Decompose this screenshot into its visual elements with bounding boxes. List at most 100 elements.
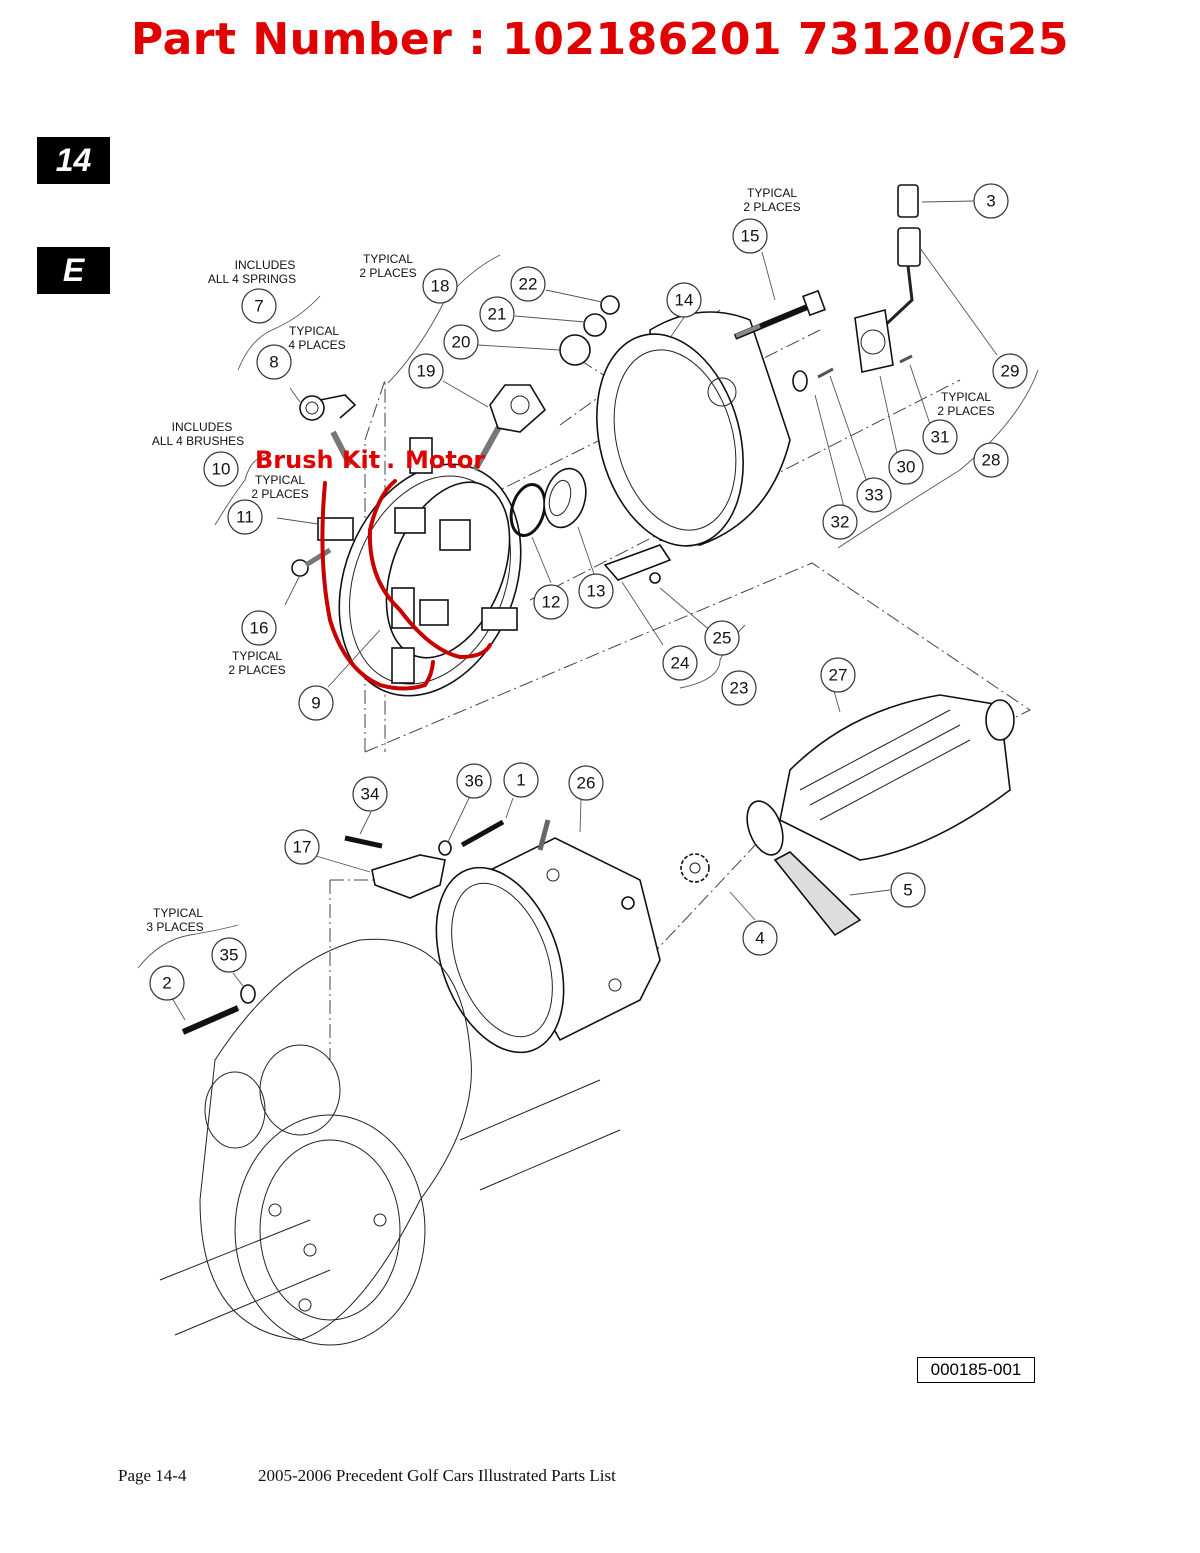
svg-text:31: 31: [931, 428, 950, 447]
callout-28: 28: [973, 442, 1009, 478]
svg-text:34: 34: [361, 785, 380, 804]
note-typical-16-1: TYPICAL: [232, 649, 282, 663]
brush-right: [481, 607, 518, 631]
svg-text:8: 8: [269, 353, 278, 372]
field-housing: [435, 819, 661, 1054]
callout-19: 19: [408, 353, 444, 389]
note-typical-31-1: TYPICAL: [941, 390, 991, 404]
callout-3: 3: [973, 183, 1009, 219]
svg-text:21: 21: [488, 305, 507, 324]
callout-29: 29: [992, 353, 1028, 389]
callout-35: 35: [211, 937, 247, 973]
note-typical-18-1: TYPICAL: [363, 252, 413, 266]
notes: INCLUDES ALL 4 SPRINGS TYPICAL 4 PLACES …: [146, 186, 994, 934]
svg-text:3: 3: [986, 192, 995, 211]
speed-sensor-harness: [792, 184, 921, 392]
svg-text:28: 28: [982, 451, 1001, 470]
armature: [746, 694, 1015, 861]
svg-text:20: 20: [452, 333, 471, 352]
brush-kit-label: Brush Kit: [255, 446, 380, 474]
document-title: 2005-2006 Precedent Golf Cars Illustrate…: [258, 1466, 616, 1485]
callout-27: 27: [820, 657, 856, 693]
brush-bottom: [391, 647, 415, 684]
bearing-and-ring: [509, 467, 587, 537]
svg-text:35: 35: [220, 946, 239, 965]
svg-text:33: 33: [865, 486, 884, 505]
brush-spring: [299, 394, 357, 421]
note-includes-springs-1: INCLUDES: [235, 258, 296, 272]
motor-end-cap: [596, 311, 791, 547]
callout-10: 10: [203, 451, 239, 487]
svg-text:24: 24: [671, 654, 690, 673]
callout-2: 2: [149, 965, 185, 1001]
clip-and-screw: [603, 544, 672, 584]
callout-24: 24: [662, 645, 698, 681]
fasteners-top: [291, 423, 503, 577]
svg-text:27: 27: [829, 666, 848, 685]
callout-36: 36: [456, 763, 492, 799]
svg-text:30: 30: [897, 458, 916, 477]
svg-text:22: 22: [519, 275, 538, 294]
callout-18: 18: [422, 268, 458, 304]
callout-9: 9: [298, 685, 334, 721]
brush-kit-outline-left: [320, 481, 435, 691]
rear-axle-transaxle: [159, 938, 621, 1346]
svg-text:26: 26: [577, 774, 596, 793]
red-annotation: Brush Kit . Motor: [255, 446, 492, 691]
callout-16: 16: [241, 610, 277, 646]
svg-text:7: 7: [254, 297, 263, 316]
callout-4: 4: [742, 920, 778, 956]
callout-26: 26: [568, 765, 604, 801]
callout-12: 12: [533, 584, 569, 620]
callouts: 1 2 3 4 5 7 8 9 10 11 12 13 14 15 16 17 …: [149, 183, 1028, 1001]
svg-text:12: 12: [542, 593, 561, 612]
svg-text:13: 13: [587, 582, 606, 601]
leader-lines: [171, 200, 998, 1021]
note-typical-3-2: 3 PLACES: [146, 920, 203, 934]
note-typical-3-1: TYPICAL: [153, 906, 203, 920]
figure-id-box: 000185-001: [917, 1357, 1035, 1383]
svg-text:23: 23: [730, 679, 749, 698]
section-tab-e: E: [37, 247, 110, 294]
brush-kit-outline-right: [367, 479, 492, 660]
callout-17: 17: [284, 829, 320, 865]
svg-text:18: 18: [431, 277, 450, 296]
callout-8: 8: [256, 344, 292, 380]
note-typical-15-2: 2 PLACES: [743, 200, 800, 214]
note-typical-18-2: 2 PLACES: [359, 266, 416, 280]
svg-text:5: 5: [903, 881, 912, 900]
callout-30: 30: [888, 449, 924, 485]
callout-33: 33: [856, 477, 892, 513]
svg-text:2: 2: [162, 974, 171, 993]
callout-1: 1: [503, 762, 539, 798]
callout-14: 14: [666, 282, 702, 318]
drive-gear: [680, 853, 710, 883]
callout-11: 11: [227, 499, 263, 535]
brush-top: [409, 437, 433, 474]
callout-5: 5: [890, 872, 926, 908]
note-typical-11-2: 2 PLACES: [251, 487, 308, 501]
callout-15: 15: [732, 218, 768, 254]
motor-label: Motor: [405, 446, 485, 474]
section-tab-14: 14: [37, 137, 110, 184]
svg-text:14: 14: [675, 291, 694, 310]
brush-11: [317, 517, 354, 541]
note-typical-31-2: 2 PLACES: [937, 404, 994, 418]
svg-text:10: 10: [212, 460, 231, 479]
note-includes-springs-2: ALL 4 SPRINGS: [208, 272, 296, 286]
terminal-stack: [489, 295, 620, 433]
callout-7: 7: [241, 288, 277, 324]
note-typical-16-2: 2 PLACES: [228, 663, 285, 677]
svg-text:1: 1: [516, 771, 525, 790]
callout-31: 31: [922, 419, 958, 455]
svg-text:11: 11: [236, 508, 254, 527]
callout-34: 34: [352, 776, 388, 812]
svg-text:32: 32: [831, 513, 850, 532]
callout-22: 22: [510, 266, 546, 302]
callout-13: 13: [578, 573, 614, 609]
svg-text:29: 29: [1001, 362, 1020, 381]
callout-20: 20: [443, 324, 479, 360]
svg-text:19: 19: [417, 362, 436, 381]
grease-tube: [773, 851, 862, 937]
